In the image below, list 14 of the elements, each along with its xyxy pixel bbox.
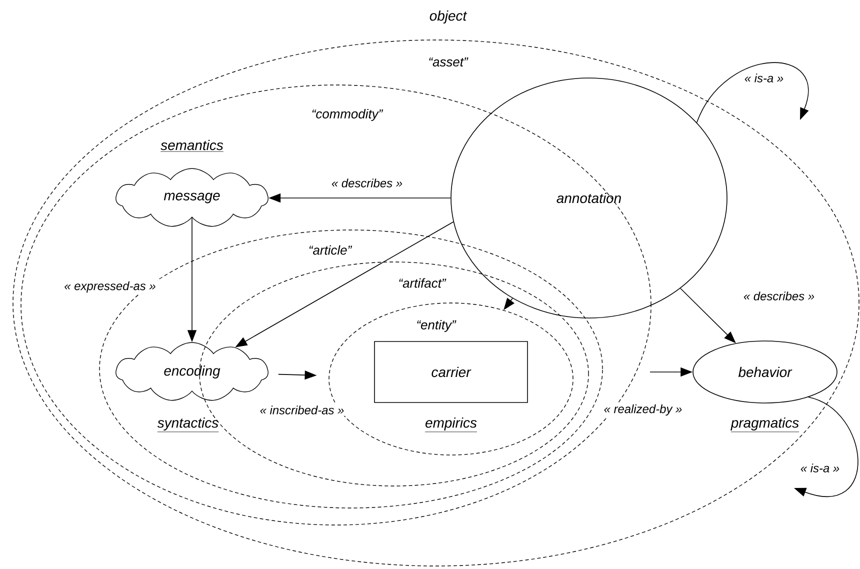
underlined-label: syntactics (156, 416, 220, 434)
edge-label: « inscribed-as » (258, 404, 346, 416)
edge-label: « is-a » (742, 72, 786, 84)
curved-arrow (696, 62, 809, 123)
edge-label: « realized-by » (602, 402, 684, 418)
rectangle-box: carrier (374, 341, 528, 403)
underlined-label: pragmatics (730, 416, 800, 434)
edge-label: « is-a » (798, 462, 842, 474)
edge-label: « expressed-as » (62, 280, 158, 294)
edge-label: « describes » (330, 177, 404, 189)
underlined-label: empirics (424, 416, 478, 434)
underlined-label: semantics (160, 138, 224, 154)
title-label: object (430, 10, 468, 24)
edge-label: « describes » (742, 290, 816, 302)
